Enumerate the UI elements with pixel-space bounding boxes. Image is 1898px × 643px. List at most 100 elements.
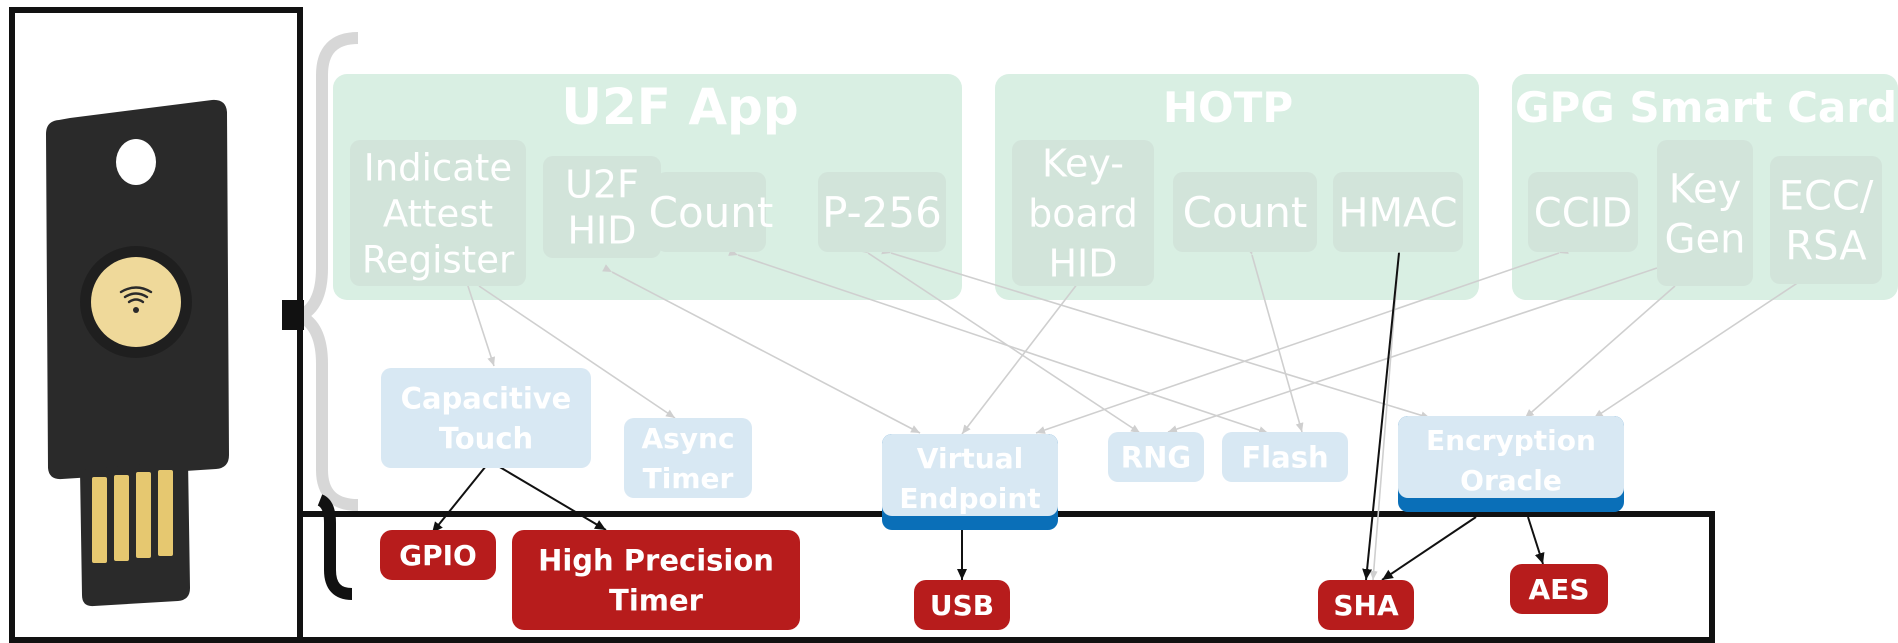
component-label-line: board — [1028, 192, 1138, 236]
component-label-line: U2F — [565, 163, 639, 207]
component-label-line: Indicate — [364, 146, 512, 189]
component-label: CCID — [1534, 190, 1632, 236]
component-box-bg — [1173, 172, 1317, 252]
component-label: ECC/RSA — [1779, 173, 1874, 269]
component-label-line: RSA — [1785, 223, 1867, 269]
hardware-label-line: High Precision — [538, 543, 774, 577]
hardware-label-line: AES — [1529, 573, 1590, 606]
component-box-bg — [656, 172, 766, 252]
hardware-connections — [431, 241, 1545, 581]
service-label: Flash — [1241, 440, 1328, 474]
hardware-box-bg — [914, 580, 1010, 630]
component-label-line: Key — [1669, 166, 1742, 212]
service-label-line: Virtual — [917, 442, 1023, 475]
app-title-hotp: HOTP — [1163, 83, 1293, 132]
hardware-box: GPIO — [380, 530, 496, 580]
component-box: CCID — [1528, 172, 1638, 252]
hardware-connection-arrow — [1362, 241, 1406, 581]
component-label-line: Gen — [1665, 216, 1746, 262]
hardware-label: SHA — [1333, 589, 1399, 622]
hardware-box-bg — [380, 530, 496, 580]
component-label-line: Count — [649, 188, 774, 237]
component-box-bg — [1657, 140, 1753, 286]
hardware-connection-arrow — [431, 454, 497, 534]
hardware-connection-arrow — [1519, 505, 1545, 565]
service-label-line: Encryption — [1426, 424, 1596, 457]
component-box: ECC/RSA — [1770, 156, 1882, 284]
component-label-line: P-256 — [822, 188, 942, 237]
service-label-line: Oracle — [1460, 464, 1562, 497]
service-box: Flash — [1222, 432, 1348, 482]
component-box: Count — [649, 172, 774, 252]
nfc-icon — [119, 286, 153, 313]
bracket-connector — [282, 300, 304, 330]
key-touch-button — [91, 257, 181, 347]
hardware-label: AES — [1529, 573, 1590, 606]
component-label-line: HID — [567, 209, 636, 253]
component-box-bg — [1770, 156, 1882, 284]
service-box-bg — [381, 368, 591, 468]
service-box: RNG — [1108, 432, 1204, 482]
faint-connection-arrow — [1593, 259, 1830, 419]
service-box-bg — [1108, 432, 1204, 482]
hardware-label-line: USB — [930, 589, 994, 622]
component-label: Count — [1183, 188, 1308, 237]
hardware-bracket — [317, 494, 353, 600]
component-box: HMAC — [1333, 172, 1463, 252]
key-hole — [116, 139, 156, 185]
app-title-u2f: U2F App — [561, 78, 798, 136]
app-title-gpg: GPG Smart Card — [1515, 83, 1897, 132]
faint-connection-arrow — [1524, 277, 1685, 419]
component-label: Count — [649, 188, 774, 237]
service-label-line: Capacitive — [401, 381, 572, 415]
faint-connection-arrow — [1369, 243, 1404, 581]
service-box-bg — [1398, 416, 1624, 498]
service-box-bg — [624, 418, 752, 498]
service-label: RNG — [1121, 440, 1191, 474]
hardware-connection-arrow — [485, 456, 607, 531]
component-label-line: CCID — [1534, 190, 1632, 236]
component-box-bg — [543, 156, 661, 258]
component-label-line: Key- — [1042, 142, 1124, 186]
security-key-illustration — [9, 7, 303, 643]
component-box: P-256 — [818, 172, 946, 252]
service-label-line: Async — [641, 422, 734, 455]
service-label-line: RNG — [1121, 440, 1191, 474]
service-box-bg — [882, 434, 1058, 516]
hardware-box: SHA — [1318, 580, 1414, 630]
hardware-box-bg — [1318, 580, 1414, 630]
component-label-line: HID — [1048, 242, 1117, 286]
service-label-line: Timer — [643, 462, 734, 495]
hardware-box-bg — [1510, 564, 1608, 614]
hardware-box: AES — [1510, 564, 1608, 614]
component-label: HMAC — [1338, 190, 1457, 236]
component-box-bg — [1333, 172, 1463, 252]
hardware-label-line: Timer — [609, 583, 704, 617]
hardware-label: USB — [930, 589, 994, 622]
component-label-line: Count — [1183, 188, 1308, 237]
hardware-label-line: GPIO — [399, 539, 477, 572]
service-label-line: Touch — [439, 421, 533, 455]
component-label-line: ECC/ — [1779, 173, 1874, 219]
component-label-line: Attest — [383, 192, 493, 235]
component-label: P-256 — [822, 188, 942, 237]
